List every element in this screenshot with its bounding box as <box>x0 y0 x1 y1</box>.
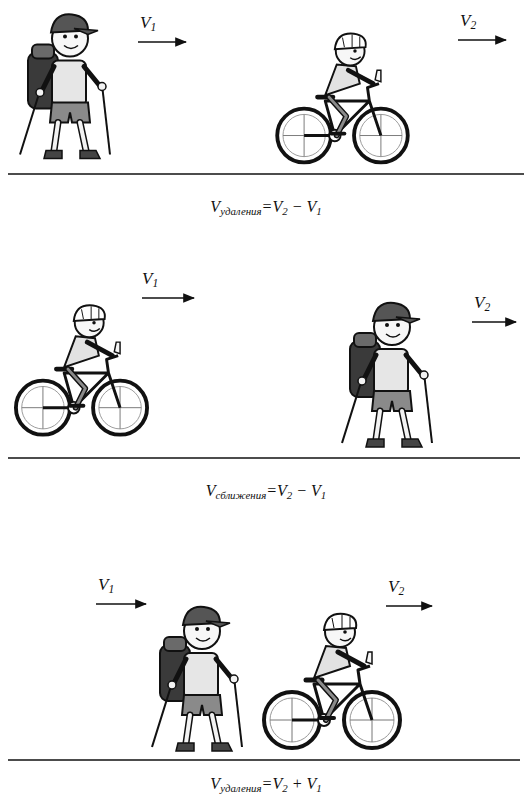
velocity-label: V2 <box>460 12 476 33</box>
formula: Vсближения=V2 − V1 <box>206 482 327 502</box>
velocity-label: V1 <box>142 270 158 291</box>
velocity-label: V2 <box>388 578 404 599</box>
formula: Vудаления=V2 + V1 <box>210 775 321 795</box>
velocity-label: V2 <box>474 294 490 315</box>
formula: Vудаления=V2 − V1 <box>210 198 321 218</box>
velocity-label: V1 <box>140 14 156 35</box>
velocity-label: V1 <box>98 576 114 597</box>
